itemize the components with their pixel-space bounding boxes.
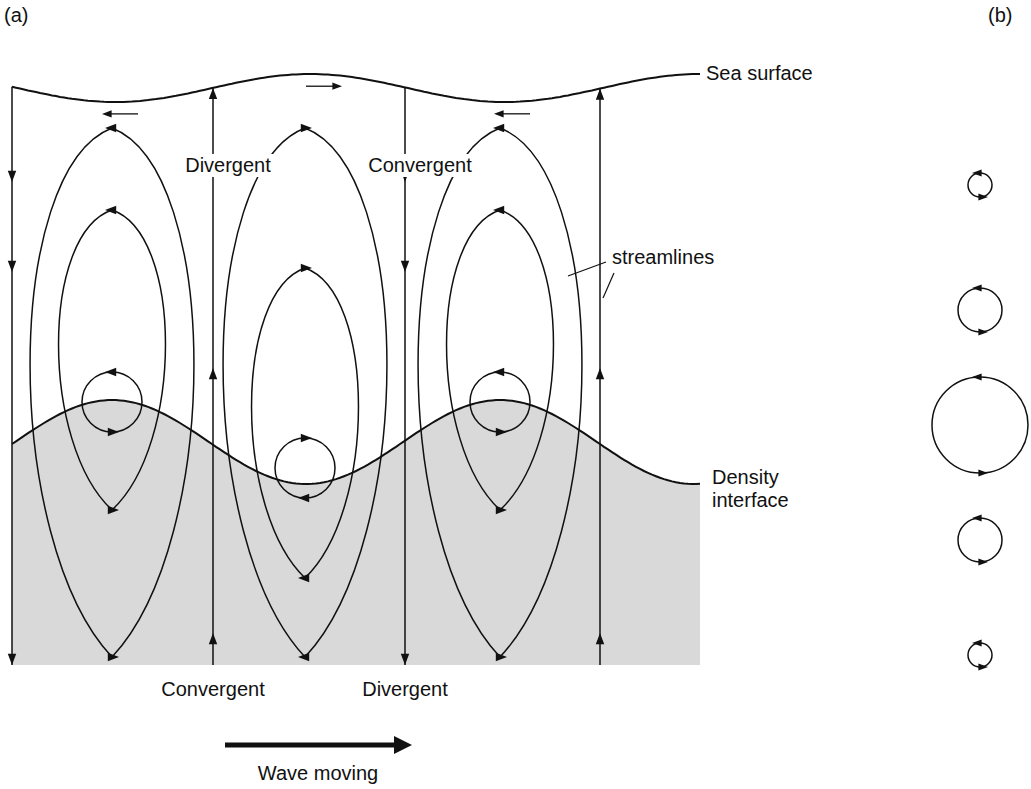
arrow-head [298,494,309,502]
orbit-head [972,514,982,521]
arrow-head [298,574,309,582]
particle-orbit [958,288,1002,332]
arrow-head [108,506,119,514]
leader-line [603,273,614,298]
streamline-loop [275,438,335,498]
arrow-head [105,124,116,132]
surface-flow-head [332,83,342,90]
arrow-head [8,654,16,665]
arrow-head [209,368,217,379]
wave-direction-head [394,736,412,754]
interface-label: Density interface [712,466,812,512]
orbit-head [972,373,982,380]
panel-letter: (a) [4,4,28,27]
arrow-head [301,124,312,132]
arrow-head [301,434,312,442]
particle-orbit [968,173,992,197]
arrow-head [496,506,507,514]
surface-label: Sea surface [706,62,813,85]
surface-flow [108,113,138,114]
arrow-head [493,124,504,132]
arrow-head [493,368,504,376]
orbit-head [972,169,982,176]
flow-label: Convergent [365,154,474,177]
wave-direction-arrow [225,743,398,748]
arrow-head [108,653,119,661]
streamline-loop [223,128,387,657]
surface-flow [306,86,336,87]
arrow-head [105,368,116,376]
density-interface [12,400,700,484]
arrow-head [496,653,507,661]
arrow-head [596,89,604,100]
arrow-head [209,88,217,99]
panel-letter: (b) [988,4,1012,27]
arrow-head [105,206,116,214]
arrow-head [401,261,409,272]
particle-orbit [968,643,992,667]
surface-flow [500,113,530,114]
dense-layer [12,400,700,665]
streamline-loop [59,210,166,510]
streamline-loop [252,268,359,578]
orbit-head [978,558,988,565]
arrow-head [8,261,16,272]
particle-orbit [932,377,1028,473]
streamline-loop [30,128,194,657]
streamline-loop [470,372,530,432]
arrow-head [401,654,409,665]
particle-orbit [958,518,1002,562]
streamline-loop [418,128,582,657]
orbit-head [978,328,988,335]
arrow-head [596,633,604,644]
arrow-head [496,428,507,436]
orbit-head [978,663,988,670]
streamline-label: streamlines [612,246,714,269]
arrow-head [301,264,312,272]
surface-flow-head [494,110,504,117]
arrow-head [596,368,604,379]
orbit-head [978,469,988,476]
orbit-head [972,284,982,291]
arrow-head [108,428,119,436]
streamline-loop [82,372,142,432]
flow-label: Convergent [161,678,264,701]
orbit-head [978,193,988,200]
arrow-head [298,653,309,661]
orbit-head [972,639,982,646]
surface-flow-head [102,110,112,117]
arrow-head [493,206,504,214]
streamline-loop [447,210,554,510]
arrow-head [209,633,217,644]
sea-surface [12,74,700,102]
flow-label: Divergent [362,678,448,701]
flow-label: Divergent [182,154,274,177]
leader-line [568,262,606,276]
arrow-head [8,171,16,182]
direction-label: Wave moving [258,762,378,785]
